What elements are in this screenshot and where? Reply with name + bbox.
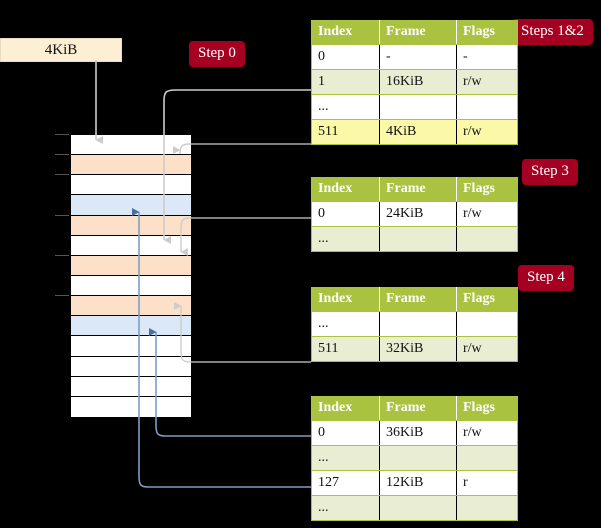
memory-frame-row: [71, 275, 191, 297]
memory-frame-row: [71, 376, 191, 397]
column-header-flags: Flags: [456, 20, 518, 45]
table-cell-index: 0: [311, 44, 380, 70]
step-badge-label: Step 4: [527, 269, 565, 285]
table-cell-index: 0: [311, 420, 380, 446]
step-badge-label: Step 3: [531, 163, 569, 179]
table-row: ...: [311, 445, 518, 471]
table-cell-flags: [456, 445, 518, 471]
table-cell-flags: -: [456, 44, 518, 70]
table-cell-frame: 12KiB: [379, 470, 457, 496]
table-cell-frame: -: [379, 44, 457, 70]
table-cell-frame: 16KiB: [379, 69, 457, 95]
memory-frame-row: [71, 175, 191, 196]
memory-frame-tick: [55, 214, 69, 216]
table-cell-frame: [379, 226, 457, 252]
table-cell-frame: [379, 94, 457, 120]
table-cell-frame: [379, 311, 457, 337]
step-badge-step-3: Step 3: [522, 159, 578, 185]
table-cell-index: 1: [311, 69, 380, 95]
memory-frame-tick: [55, 295, 69, 297]
table-row: ...: [311, 94, 518, 120]
column-header-frame: Frame: [379, 396, 457, 421]
table-cell-flags: [456, 495, 518, 521]
table-cell-index: ...: [311, 311, 380, 337]
memory-frame-row: [71, 336, 191, 357]
physical-memory-column: [70, 134, 191, 417]
table-row: ...: [311, 226, 518, 252]
table-cell-index: ...: [311, 495, 380, 521]
table-cell-frame: 32KiB: [379, 336, 457, 362]
table-cell-flags: r/w: [456, 69, 518, 95]
column-header-flags: Flags: [456, 177, 518, 202]
column-header-index: Index: [311, 177, 380, 202]
step-badge-step-4: Step 4: [518, 265, 574, 291]
column-header-index: Index: [311, 20, 380, 45]
column-header-index: Index: [311, 396, 380, 421]
table-cell-flags: [456, 311, 518, 337]
frame-size-label: 4KiB: [0, 38, 122, 62]
step-badge-steps-1-2: Steps 1&2: [512, 19, 593, 45]
table-row: ...: [311, 495, 518, 521]
table-row: ...: [311, 311, 518, 337]
table-cell-frame: 36KiB: [379, 420, 457, 446]
table-cell-flags: r/w: [456, 201, 518, 227]
step-badge-label: Steps 1&2: [521, 23, 584, 39]
table-cell-frame: 24KiB: [379, 201, 457, 227]
column-header-frame: Frame: [379, 20, 457, 45]
memory-frame-tick: [55, 254, 69, 256]
column-header-frame: Frame: [379, 177, 457, 202]
memory-frame-row: [71, 396, 191, 417]
memory-frame-row: [71, 316, 191, 337]
memory-frame-row: [71, 235, 191, 256]
step-badge-label: Step 0: [198, 45, 236, 61]
memory-frame-row: [71, 155, 191, 176]
column-header-index: Index: [311, 287, 380, 312]
column-header-flags: Flags: [456, 287, 518, 312]
table-cell-flags: r/w: [456, 119, 518, 145]
column-header-flags: Flags: [456, 396, 518, 421]
table-cell-frame: 4KiB: [379, 119, 457, 145]
table-cell-index: ...: [311, 445, 380, 471]
table-cell-flags: r/w: [456, 420, 518, 446]
table-cell-flags: [456, 226, 518, 252]
table-cell-flags: [456, 94, 518, 120]
table-cell-frame: [379, 495, 457, 521]
step-badge-step-0: Step 0: [189, 41, 245, 67]
table-cell-frame: [379, 445, 457, 471]
table-cell-index: 511: [311, 119, 380, 145]
memory-frame-tick: [55, 134, 69, 135]
column-header-frame: Frame: [379, 287, 457, 312]
memory-frame-row: [71, 255, 191, 276]
memory-frame-tick: [55, 154, 69, 156]
memory-frame-row: [71, 215, 191, 236]
memory-frame-row: [71, 135, 191, 156]
table-cell-index: ...: [311, 94, 380, 120]
memory-frame-row: [71, 195, 191, 216]
frame-size-label-text: 4KiB: [44, 41, 78, 58]
table-cell-index: ...: [311, 226, 380, 252]
memory-frame-row: [71, 296, 191, 317]
memory-frame-tick: [55, 174, 69, 176]
table-row: 0--: [311, 44, 518, 70]
table-cell-index: 0: [311, 201, 380, 227]
table-cell-flags: r: [456, 470, 518, 496]
table-cell-flags: r/w: [456, 336, 518, 362]
table-cell-index: 127: [311, 470, 380, 496]
table-cell-index: 511: [311, 336, 380, 362]
memory-frame-row: [71, 356, 191, 377]
